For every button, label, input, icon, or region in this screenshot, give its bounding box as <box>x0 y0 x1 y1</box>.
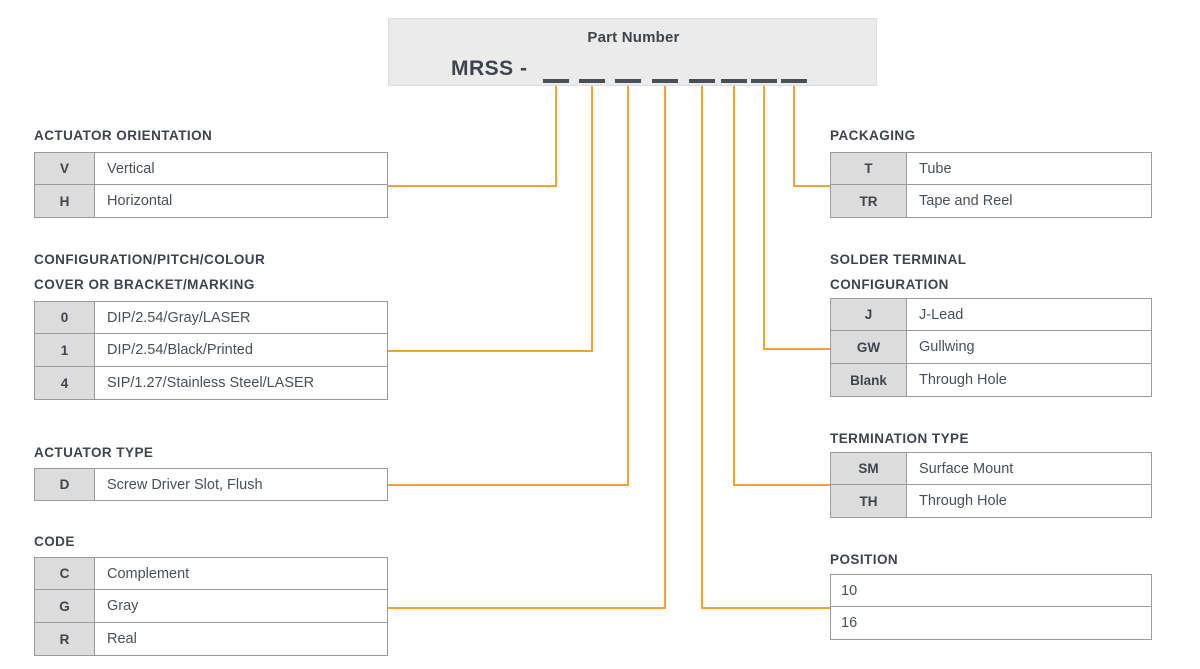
connector-configuration-vertical <box>591 86 593 350</box>
part-number-blank-2 <box>579 79 605 83</box>
row-description: Gullwing <box>907 331 1151 363</box>
connector-configuration-horizontal <box>388 350 593 352</box>
section-title-packaging: PACKAGING <box>830 128 916 143</box>
row-code: J <box>831 299 907 330</box>
connector-code-horizontal <box>388 607 666 609</box>
section-title-actuator-type: ACTUATOR TYPE <box>34 445 154 460</box>
row-code: 1 <box>35 334 95 366</box>
part-number-blank-5 <box>689 79 715 83</box>
row-code: V <box>35 153 95 184</box>
connector-packaging-horizontal <box>793 185 830 187</box>
row-code: 0 <box>35 302 95 333</box>
row-description: Complement <box>95 558 387 589</box>
connector-termination-type-vertical <box>733 86 735 484</box>
row-code: R <box>35 623 95 655</box>
table-row[interactable]: 10 <box>830 574 1152 607</box>
row-code: GW <box>831 331 907 363</box>
row-description: DIP/2.54/Black/Printed <box>95 334 387 366</box>
row-description: Gray <box>95 590 387 622</box>
connector-termination-type-horizontal <box>733 484 830 486</box>
connector-position-vertical <box>701 86 703 607</box>
section-title-code: CODE <box>34 534 75 549</box>
row-description: Tape and Reel <box>907 185 1151 217</box>
row-code: TH <box>831 485 907 517</box>
row-description: 16 <box>831 607 1151 639</box>
row-code: C <box>35 558 95 589</box>
connector-actuator-orientation-vertical <box>555 86 557 185</box>
part-number-row: MRSS - <box>389 57 878 87</box>
connector-actuator-type-horizontal <box>388 484 629 486</box>
row-description: SIP/1.27/Stainless Steel/LASER <box>95 367 387 399</box>
row-code: TR <box>831 185 907 217</box>
part-number-blank-8 <box>781 79 807 83</box>
table-row[interactable]: 16 <box>830 607 1152 640</box>
row-description: Horizontal <box>95 185 387 217</box>
section-title-position: POSITION <box>830 552 899 567</box>
row-description: Screw Driver Slot, Flush <box>95 469 387 500</box>
row-code: Blank <box>831 364 907 396</box>
part-number-blank-3 <box>615 79 641 83</box>
row-description: Tube <box>907 153 1151 184</box>
connector-solder-terminal-horizontal <box>763 348 830 350</box>
row-code: G <box>35 590 95 622</box>
row-description: DIP/2.54/Gray/LASER <box>95 302 387 333</box>
section-title-solder-terminal: SOLDER TERMINAL CONFIGURATION <box>830 252 967 292</box>
section-title-termination-type: TERMINATION TYPE <box>830 431 969 446</box>
part-number-blank-4 <box>652 79 678 83</box>
row-code: D <box>35 469 95 500</box>
row-code: 4 <box>35 367 95 399</box>
part-number-blank-7 <box>751 79 777 83</box>
part-number-blank-1 <box>543 79 569 83</box>
row-description: Real <box>95 623 387 655</box>
row-code: T <box>831 153 907 184</box>
row-description: Vertical <box>95 153 387 184</box>
connector-actuator-type-vertical <box>627 86 629 484</box>
section-title-actuator-orientation: ACTUATOR ORIENTATION <box>34 128 213 143</box>
part-number-box: Part Number MRSS - <box>388 18 877 86</box>
connector-solder-terminal-vertical <box>763 86 765 348</box>
section-title-configuration: CONFIGURATION/PITCH/COLOUR COVER OR BRAC… <box>34 252 266 292</box>
connector-code-vertical <box>664 86 666 607</box>
row-description: 10 <box>831 575 1151 606</box>
connector-position-horizontal <box>701 607 830 609</box>
part-number-blank-6 <box>721 79 747 83</box>
connector-packaging-vertical <box>793 86 795 185</box>
row-description: Through Hole <box>907 485 1151 517</box>
row-description: Through Hole <box>907 364 1151 396</box>
connector-actuator-orientation-horizontal <box>388 185 557 187</box>
row-code: SM <box>831 453 907 484</box>
row-description: Surface Mount <box>907 453 1151 484</box>
row-description: J-Lead <box>907 299 1151 330</box>
part-number-prefix: MRSS - <box>451 57 528 80</box>
part-number-title: Part Number <box>587 29 680 46</box>
row-code: H <box>35 185 95 217</box>
